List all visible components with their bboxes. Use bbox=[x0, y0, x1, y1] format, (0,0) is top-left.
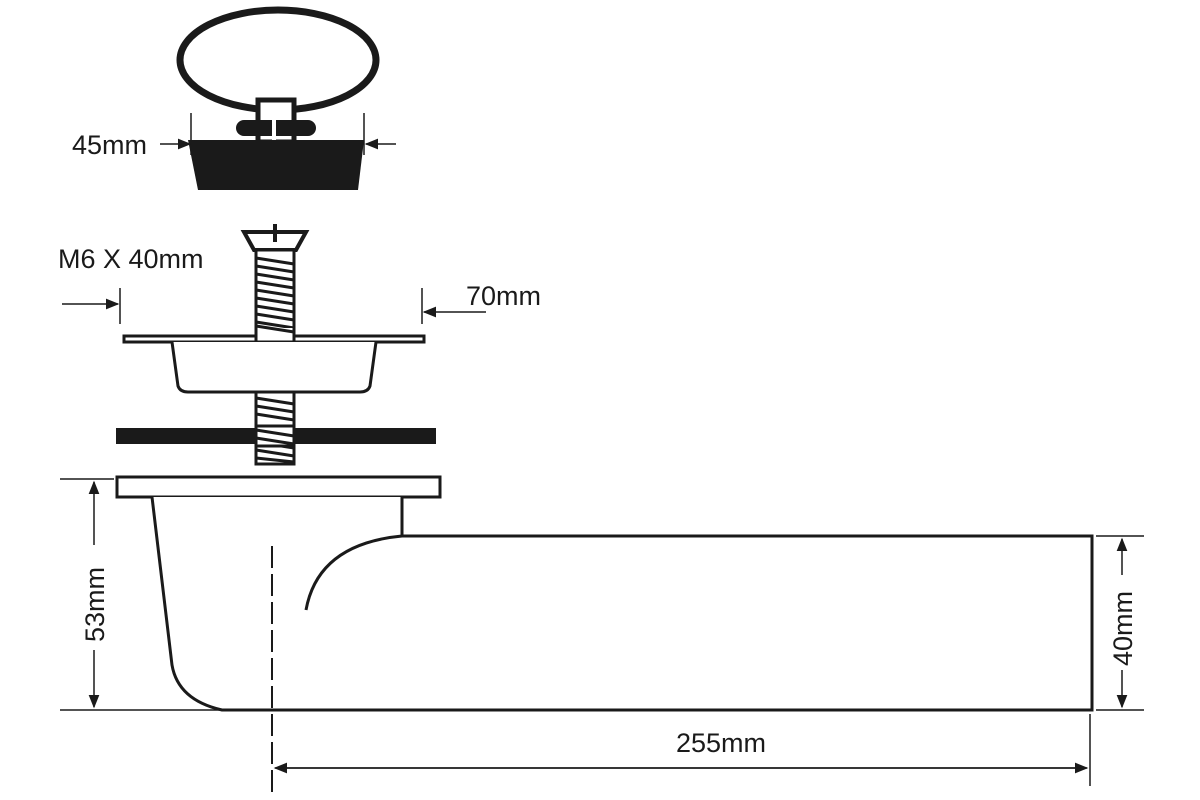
outlet-height-label: 40mm bbox=[1108, 591, 1138, 666]
screw-size-label: M6 X 40mm bbox=[58, 244, 204, 274]
plug-body bbox=[188, 140, 364, 190]
plug-width-label: 45mm bbox=[72, 130, 147, 160]
body-inner-curve bbox=[304, 534, 403, 611]
body-flange bbox=[115, 475, 442, 499]
body-outline bbox=[150, 496, 1094, 712]
plug-ring bbox=[176, 6, 380, 114]
strainer-basket bbox=[170, 341, 378, 394]
dimension-plug-width: 45mm bbox=[72, 113, 396, 160]
total-length-label: 255mm bbox=[676, 728, 766, 758]
flange-width-label: 70mm bbox=[466, 281, 541, 311]
body-height-label: 53mm bbox=[80, 567, 110, 642]
dimension-body-height: 53mm bbox=[60, 478, 230, 711]
screw-thread-upper bbox=[255, 256, 295, 338]
dimension-outlet-height: 40mm bbox=[1096, 535, 1144, 711]
dimension-total-length: 255mm bbox=[273, 714, 1091, 786]
dimension-flange-width: 70mm bbox=[62, 281, 541, 324]
waste-body bbox=[115, 475, 1094, 798]
strainer-flange bbox=[122, 324, 426, 394]
plug-stopper bbox=[176, 6, 380, 190]
